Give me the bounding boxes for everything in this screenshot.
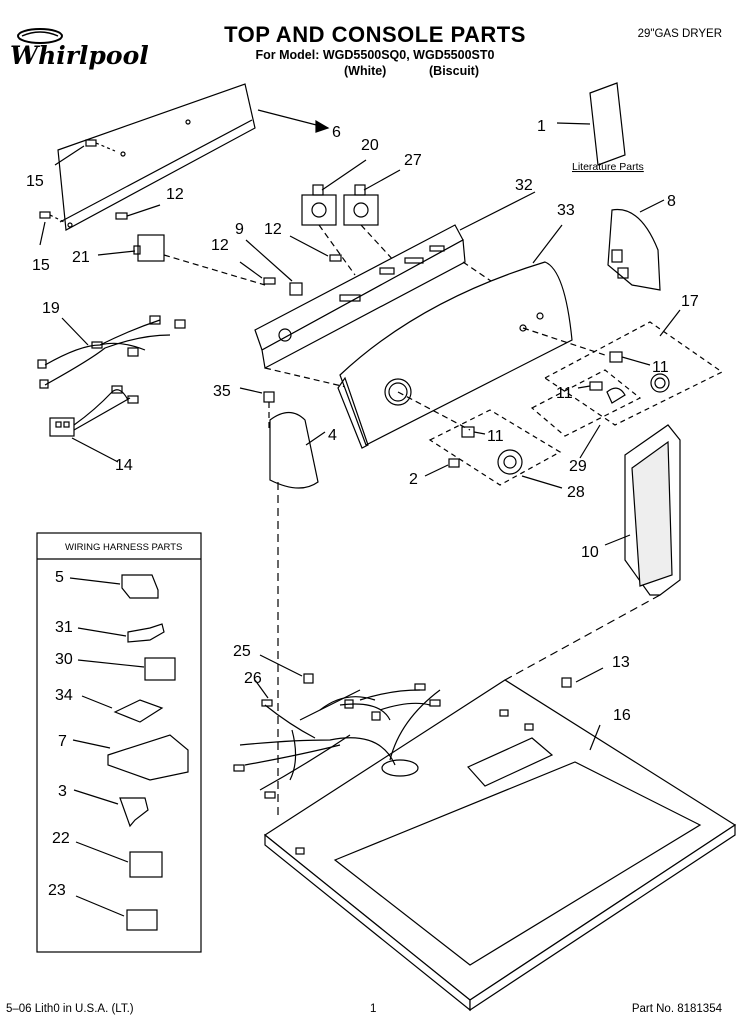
footer-print-info: 5–06 Lith0 in U.S.A. (LT.) bbox=[6, 1003, 134, 1015]
callout-32: 32 bbox=[515, 177, 533, 194]
callout-19: 19 bbox=[42, 300, 60, 317]
part-1-literature bbox=[556, 82, 626, 166]
callout-11c: 11 bbox=[487, 428, 504, 445]
part-7-connector-block bbox=[72, 734, 189, 781]
callout-27: 27 bbox=[404, 152, 422, 169]
part-33-console bbox=[337, 224, 606, 449]
callout-4: 4 bbox=[328, 427, 337, 444]
callout-7: 7 bbox=[58, 733, 67, 750]
part-15-screw bbox=[39, 139, 116, 246]
callout-21: 21 bbox=[72, 249, 90, 266]
callout-2: 2 bbox=[409, 471, 418, 488]
callout-20: 20 bbox=[361, 137, 379, 154]
callout-15b: 15 bbox=[32, 257, 50, 274]
callout-34: 34 bbox=[55, 687, 73, 704]
part-22-connector bbox=[75, 841, 163, 878]
part-21-switch bbox=[97, 234, 266, 286]
part-20-switch bbox=[301, 159, 367, 226]
part-6-console-back-panel bbox=[57, 83, 256, 231]
color-white-label: (White) bbox=[344, 64, 387, 78]
dryer-type-label: 29"GAS DRYER bbox=[637, 28, 722, 40]
part-27-switch bbox=[343, 169, 401, 226]
part-19-wire-harness bbox=[37, 315, 186, 389]
model-line: For Model: WGD5500SQ0, WGD5500ST0 bbox=[255, 48, 495, 62]
part-26-main-harness bbox=[233, 679, 441, 799]
callout-30: 30 bbox=[55, 651, 73, 668]
callout-16: 16 bbox=[613, 707, 631, 724]
callout-13: 13 bbox=[612, 654, 630, 671]
callout-1: 1 bbox=[537, 118, 546, 135]
footer-part-number: Part No. 8181354 bbox=[631, 1003, 722, 1015]
callout-35: 35 bbox=[213, 383, 231, 400]
callout-28: 28 bbox=[567, 484, 585, 501]
callout-23: 23 bbox=[48, 882, 66, 899]
part-31-terminal bbox=[77, 623, 165, 643]
footer-page-number: 1 bbox=[370, 1003, 377, 1015]
callout-numbers: 1 2 3 4 5 6 7 8 9 10 11 11 11 12 12 12 1… bbox=[26, 118, 699, 899]
callout-11b: 11 bbox=[556, 385, 573, 402]
callout-5: 5 bbox=[55, 569, 64, 586]
callout-12b: 12 bbox=[211, 237, 229, 254]
part-14-wire-harness bbox=[49, 385, 139, 463]
callout-22: 22 bbox=[52, 830, 70, 847]
callout-17: 17 bbox=[681, 293, 699, 310]
page-title: TOP AND CONSOLE PARTS bbox=[224, 22, 526, 47]
wiring-box-title: WIRING HARNESS PARTS bbox=[65, 542, 182, 553]
callout-31: 31 bbox=[55, 619, 73, 636]
callout-12a: 12 bbox=[166, 186, 184, 203]
part-3-clip bbox=[73, 789, 149, 828]
callout-10: 10 bbox=[581, 544, 599, 561]
literature-parts-label: Literature Parts bbox=[572, 161, 644, 173]
part-8-end-cap bbox=[607, 199, 665, 291]
callout-29: 29 bbox=[569, 458, 587, 475]
part-23-connector bbox=[75, 895, 158, 931]
callout-25: 25 bbox=[233, 643, 251, 660]
part-4-end-cap bbox=[269, 411, 326, 820]
part-34-connector bbox=[81, 695, 164, 723]
callout-9: 9 bbox=[235, 221, 244, 238]
callout-6: 6 bbox=[332, 124, 341, 141]
whirlpool-logo: Whirlpool bbox=[8, 26, 149, 78]
callout-8: 8 bbox=[667, 193, 676, 210]
callout-11a: 11 bbox=[652, 359, 669, 376]
callout-3: 3 bbox=[58, 783, 67, 800]
part-5-connector bbox=[69, 574, 159, 599]
wiring-harness-parts-box bbox=[36, 532, 202, 953]
svg-text:Whirlpool: Whirlpool bbox=[10, 41, 148, 70]
color-biscuit-label: (Biscuit) bbox=[429, 64, 479, 78]
callout-26: 26 bbox=[244, 670, 262, 687]
part-30-connector bbox=[77, 657, 176, 681]
part-16-top bbox=[263, 679, 737, 1012]
callout-14: 14 bbox=[115, 457, 133, 474]
callout-33: 33 bbox=[557, 202, 575, 219]
callout-12c: 12 bbox=[264, 221, 282, 238]
callout-15a: 15 bbox=[26, 173, 44, 190]
part-10-lint-screen bbox=[504, 424, 681, 681]
